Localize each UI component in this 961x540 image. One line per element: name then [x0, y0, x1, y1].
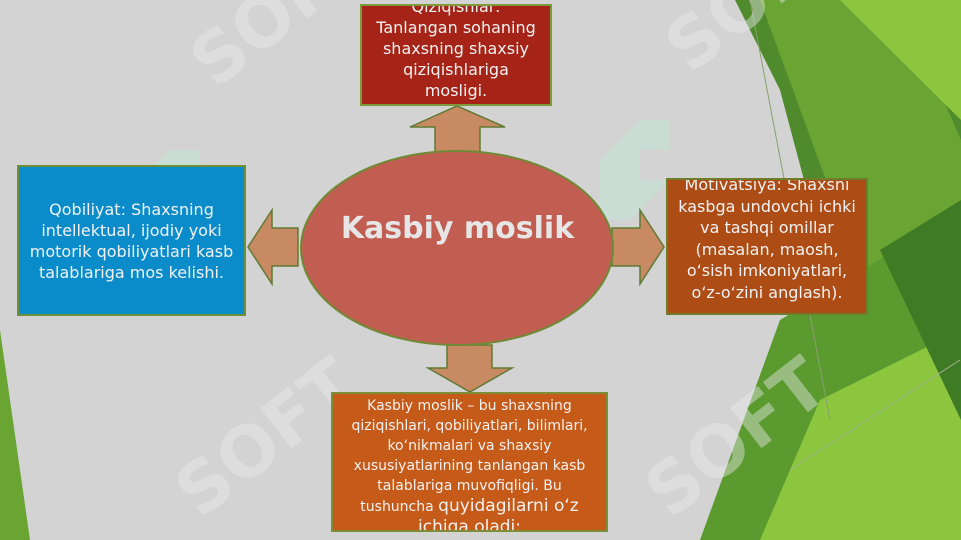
arrow-down [425, 344, 515, 393]
definition-paragraph: Kasbiy moslik – bu shaxsning qiziqishlar… [343, 396, 596, 532]
arrows [247, 105, 665, 393]
ability-box: Qobiliyat: Shaxsning intellektual, ijodi… [17, 165, 246, 316]
ability-text: Qobiliyat: Shaxsning intellektual, ijodi… [29, 199, 234, 282]
definition-box: Kasbiy moslik – bu shaxsning qiziqishlar… [331, 392, 608, 532]
watermark-text-1: SOFT [175, 0, 388, 103]
arrow-up [409, 105, 506, 153]
center-ellipse [300, 150, 614, 346]
definition-emphasis: quyidagilarni o‘z ichiga oladi: [418, 496, 579, 532]
motivation-text: Motivatsiya: Shaxsni kasbga undovchi ich… [678, 178, 856, 302]
arrow-left [247, 207, 299, 287]
interest-box: Qiziqishlar: Tanlangan sohaning shaxsnin… [360, 4, 552, 106]
center-title: Kasbiy moslik [340, 211, 575, 246]
arrow-right [611, 207, 665, 287]
interest-text: Qiziqishlar: Tanlangan sohaning shaxsnin… [376, 4, 536, 100]
definition-text: Kasbiy moslik – bu shaxsning qiziqishlar… [351, 398, 588, 515]
motivation-box: Motivatsiya: Shaxsni kasbga undovchi ich… [666, 178, 868, 315]
